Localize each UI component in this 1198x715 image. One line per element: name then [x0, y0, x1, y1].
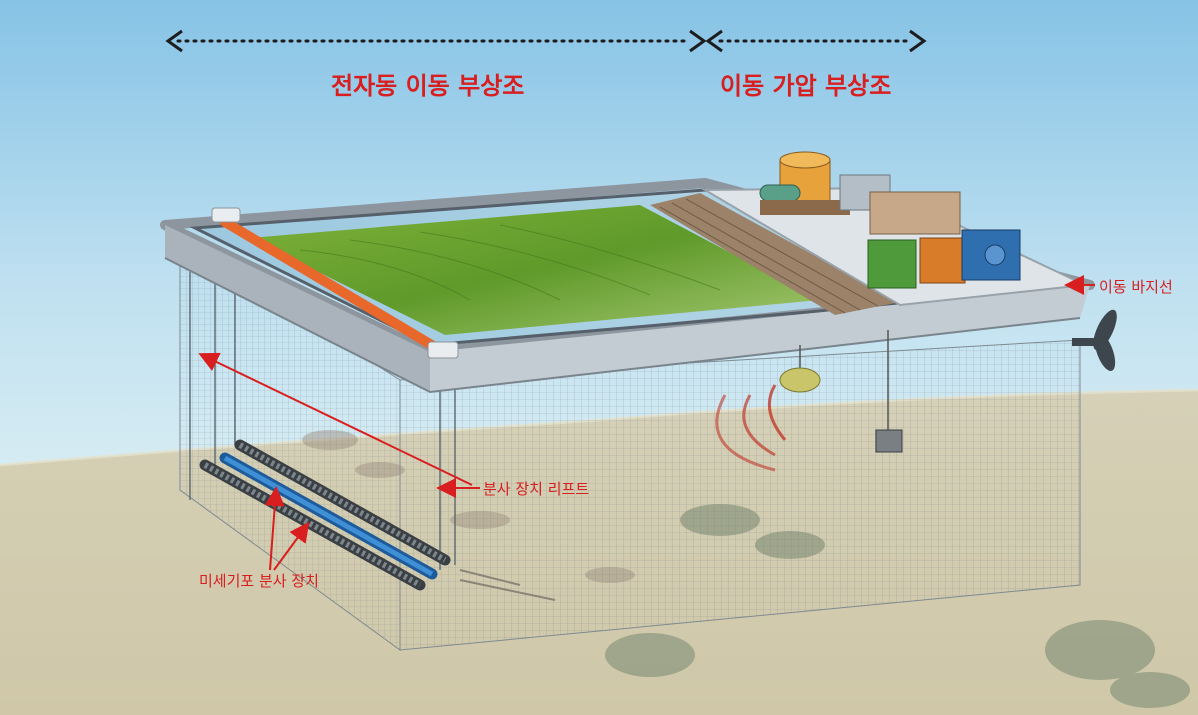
- divider-ramp: [650, 193, 900, 315]
- callout-microbubble-sprayer: 미세기포 분사 장치: [199, 572, 319, 590]
- propeller-icon: [1072, 309, 1117, 371]
- callout-arrows: [198, 275, 1095, 571]
- orange-gantry-rail: [220, 217, 445, 355]
- spray-lift-wires: [189, 255, 456, 570]
- sonar-device: [715, 345, 821, 472]
- frame-front-face: [430, 285, 1090, 392]
- barge-equipment: [759, 151, 1021, 289]
- section-label-electromagnetic: 전자동 이동 부상조: [331, 72, 525, 100]
- callout-spray-lift: 분사 장치 리프트: [483, 480, 590, 498]
- callout-mobile-barge: 이동 바지선: [1099, 278, 1173, 296]
- section-arrows: [165, 29, 927, 53]
- green-seabed-area: [250, 205, 820, 335]
- section-label-pressure: 이동 가압 부상조: [720, 72, 892, 100]
- sampling-box: [875, 330, 903, 453]
- microbubble-pipes: [199, 439, 556, 601]
- frame-left-face: [165, 225, 430, 392]
